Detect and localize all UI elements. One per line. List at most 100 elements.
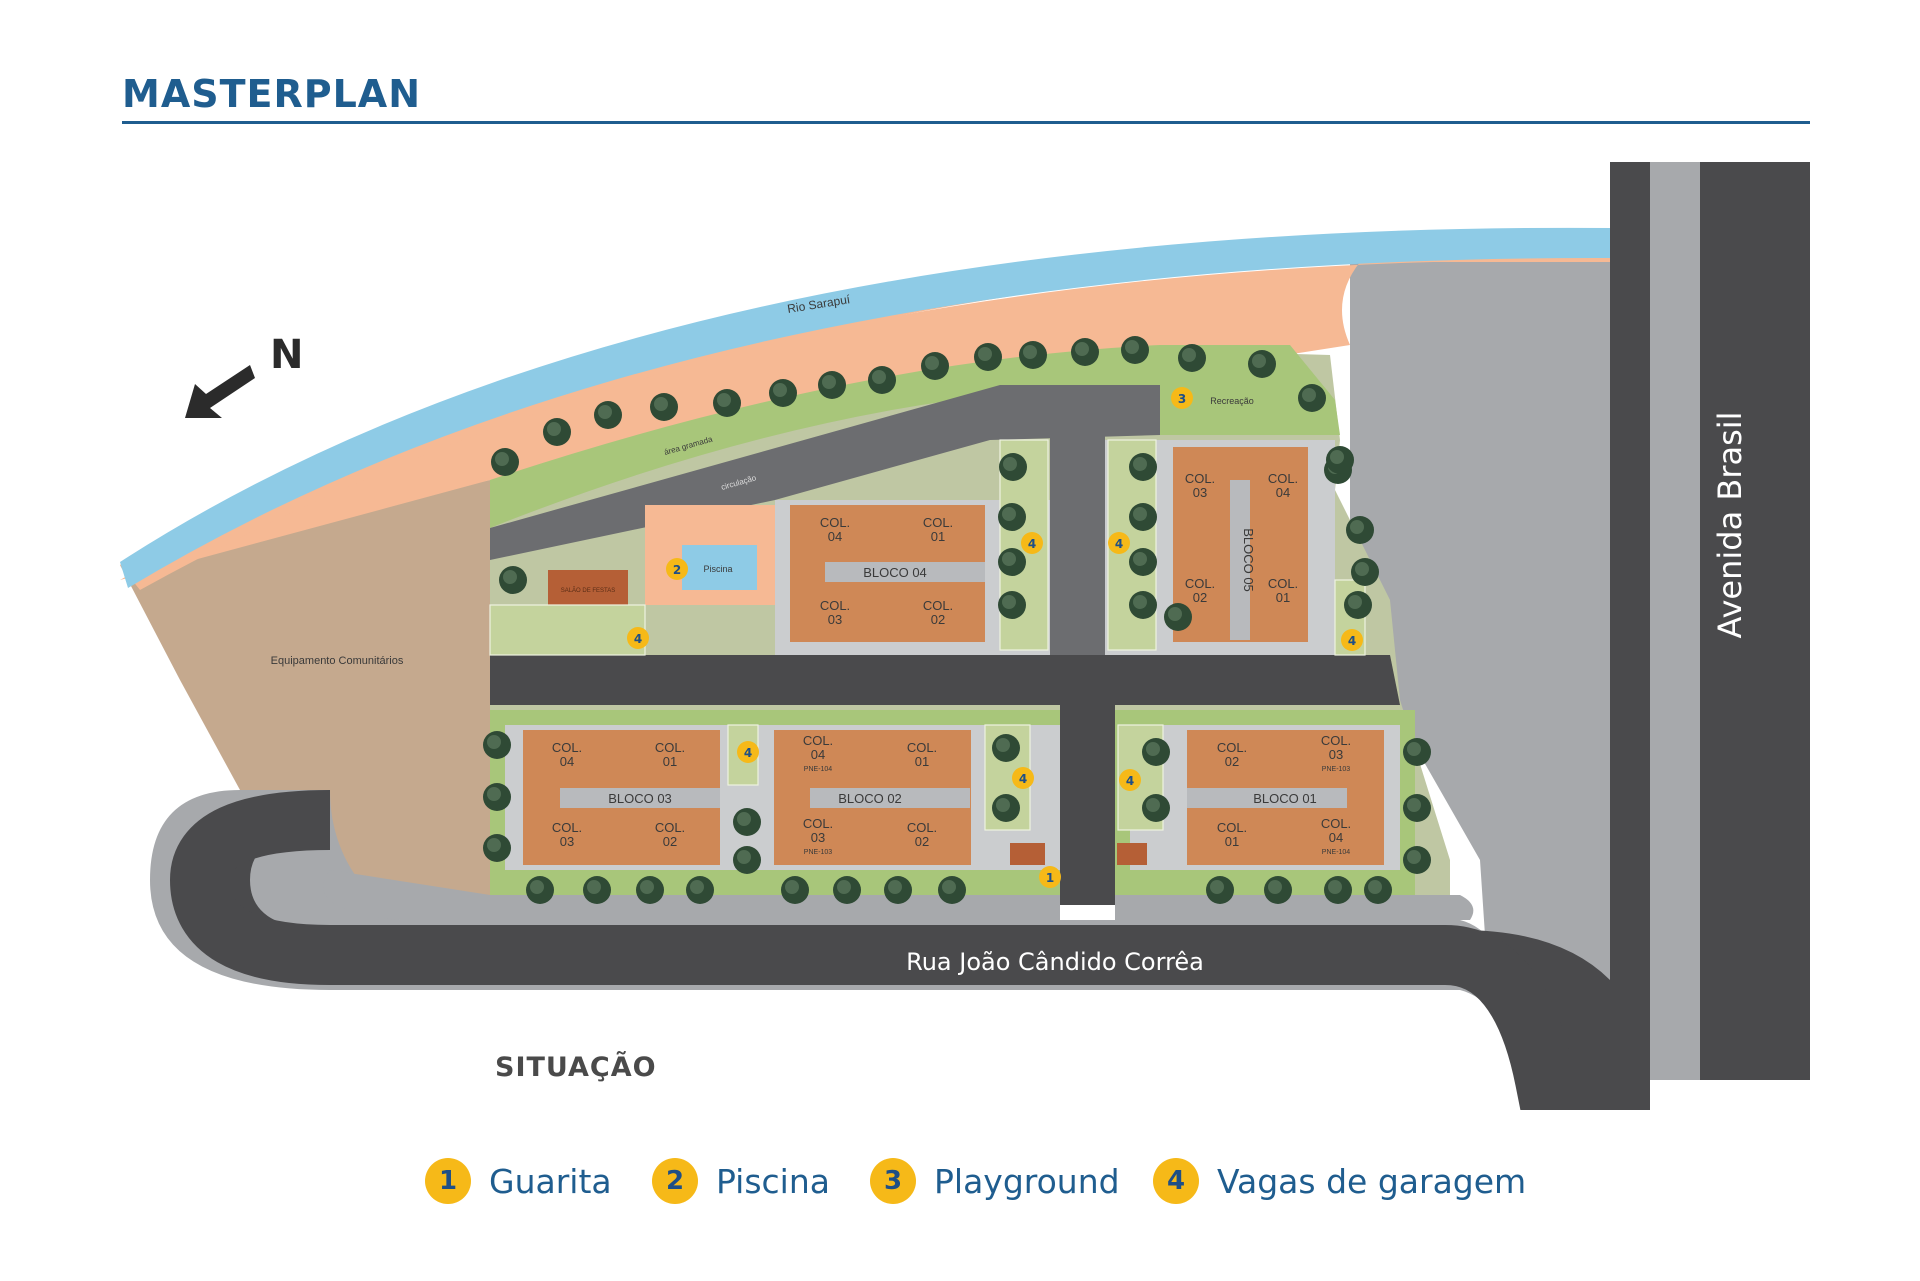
tree-highlight: [1268, 880, 1282, 894]
salao-label: SALÃO DE FESTAS: [561, 587, 616, 594]
badge-parking-7: 4: [1126, 774, 1134, 788]
bloco04-col4: COL.: [923, 598, 953, 613]
legend-badge: 2: [652, 1158, 698, 1204]
bloco04-col3-num: 03: [828, 612, 842, 627]
tree-highlight: [1407, 742, 1421, 756]
tree-highlight: [1075, 342, 1089, 356]
tree-highlight: [925, 356, 939, 370]
bloco01-col1-num: 02: [1225, 754, 1239, 769]
legend-badge: 1: [425, 1158, 471, 1204]
bloco03-col3-num: 03: [560, 834, 574, 849]
bloco02-col1-pne: PNE-104: [804, 766, 833, 773]
badge-parking-1: 4: [634, 632, 642, 646]
tree-highlight: [1002, 507, 1016, 521]
tree-highlight: [978, 347, 992, 361]
tree-highlight: [487, 838, 501, 852]
trees: [483, 336, 1431, 904]
bloco01-col1: COL.: [1217, 740, 1247, 755]
tree-highlight: [487, 735, 501, 749]
title-underline: [122, 121, 1810, 124]
bloco03-col1: COL.: [552, 740, 582, 755]
recreation-area: [1160, 345, 1340, 435]
bloco01-col4: COL.: [1321, 816, 1351, 831]
badge-parking-5: 4: [744, 746, 752, 760]
bloco01-col4-num: 04: [1329, 830, 1343, 845]
gatehouse-left: [1010, 843, 1045, 865]
tree-highlight: [1003, 457, 1017, 471]
badge-parking-2: 4: [1028, 537, 1036, 551]
river-rio-sarapui: [120, 227, 1612, 588]
bloco04-col3: COL.: [820, 598, 850, 613]
tree-highlight: [1328, 880, 1342, 894]
tree-highlight: [1252, 354, 1266, 368]
tree-highlight: [640, 880, 654, 894]
legend-badge: 4: [1153, 1158, 1199, 1204]
legend-item-vagas: 4 Vagas de garagem: [1153, 1158, 1526, 1204]
bloco04-col2: COL.: [923, 515, 953, 530]
bloco02-col4-num: 02: [915, 834, 929, 849]
bloco05-col3: COL.: [1185, 576, 1215, 591]
tree-highlight: [737, 812, 751, 826]
bloco-01: [1187, 730, 1384, 865]
tree-highlight: [1407, 798, 1421, 812]
badge-playground: 3: [1178, 392, 1186, 406]
parking-strip-left: [489, 604, 646, 656]
bloco01-col3-num: 01: [1225, 834, 1239, 849]
bloco03-label: BLOCO 03: [608, 791, 672, 806]
tree-highlight: [1168, 607, 1182, 621]
bloco04-col4-num: 02: [931, 612, 945, 627]
tree-highlight: [1125, 340, 1139, 354]
salao-de-festas-building: [548, 570, 628, 605]
bloco03-col4-num: 02: [663, 834, 677, 849]
tree-highlight: [888, 880, 902, 894]
badge-piscina: 2: [673, 563, 681, 577]
internal-road-horizontal: [490, 655, 1400, 705]
legend-label: Vagas de garagem: [1217, 1161, 1527, 1201]
pool: [682, 545, 757, 590]
tree-highlight: [487, 787, 501, 801]
bloco05-col2: COL.: [1268, 471, 1298, 486]
badge-guarita: 1: [1046, 871, 1054, 885]
tree-highlight: [1407, 850, 1421, 864]
bloco04-col1-num: 04: [828, 529, 842, 544]
bloco-02: [774, 730, 971, 865]
bloco-03: [523, 730, 720, 865]
bloco02-col2-num: 01: [915, 754, 929, 769]
tree-highlight: [598, 405, 612, 419]
tree-highlight: [547, 422, 561, 436]
street-right-label: Avenida Brasil: [1711, 411, 1749, 638]
situacao-label: SITUAÇÃO: [495, 1052, 657, 1083]
pool-label: Piscina: [703, 564, 732, 574]
badge-parking-4: 4: [1348, 634, 1356, 648]
tree-highlight: [495, 452, 509, 466]
tree-highlight: [1002, 552, 1016, 566]
bloco02-col1: COL.: [803, 733, 833, 748]
tree-highlight: [942, 880, 956, 894]
tree-highlight: [1133, 552, 1147, 566]
tree-highlight: [773, 383, 787, 397]
legend-label: Playground: [934, 1161, 1120, 1201]
bloco03-col4: COL.: [655, 820, 685, 835]
tree-highlight: [996, 738, 1010, 752]
bloco04-col2-num: 01: [931, 529, 945, 544]
bloco01-col4-pne: PNE-104: [1322, 849, 1351, 856]
tree-highlight: [1355, 562, 1369, 576]
tree-highlight: [1146, 798, 1160, 812]
tree-highlight: [737, 850, 751, 864]
bloco01-col3: COL.: [1217, 820, 1247, 835]
tree-highlight: [1182, 348, 1196, 362]
tree-highlight: [785, 880, 799, 894]
tree-highlight: [1133, 507, 1147, 521]
bloco05-col4: COL.: [1268, 576, 1298, 591]
north-label: N: [270, 332, 303, 378]
bloco02-col3: COL.: [803, 816, 833, 831]
bloco02-col4: COL.: [907, 820, 937, 835]
community-area: [120, 480, 490, 895]
bloco05-col2-num: 04: [1276, 485, 1290, 500]
bloco02-label: BLOCO 02: [838, 791, 902, 806]
street-sidewalk: [150, 162, 1700, 1080]
legend-label: Guarita: [489, 1161, 612, 1201]
bloco04-col1: COL.: [820, 515, 850, 530]
tree-highlight: [822, 375, 836, 389]
